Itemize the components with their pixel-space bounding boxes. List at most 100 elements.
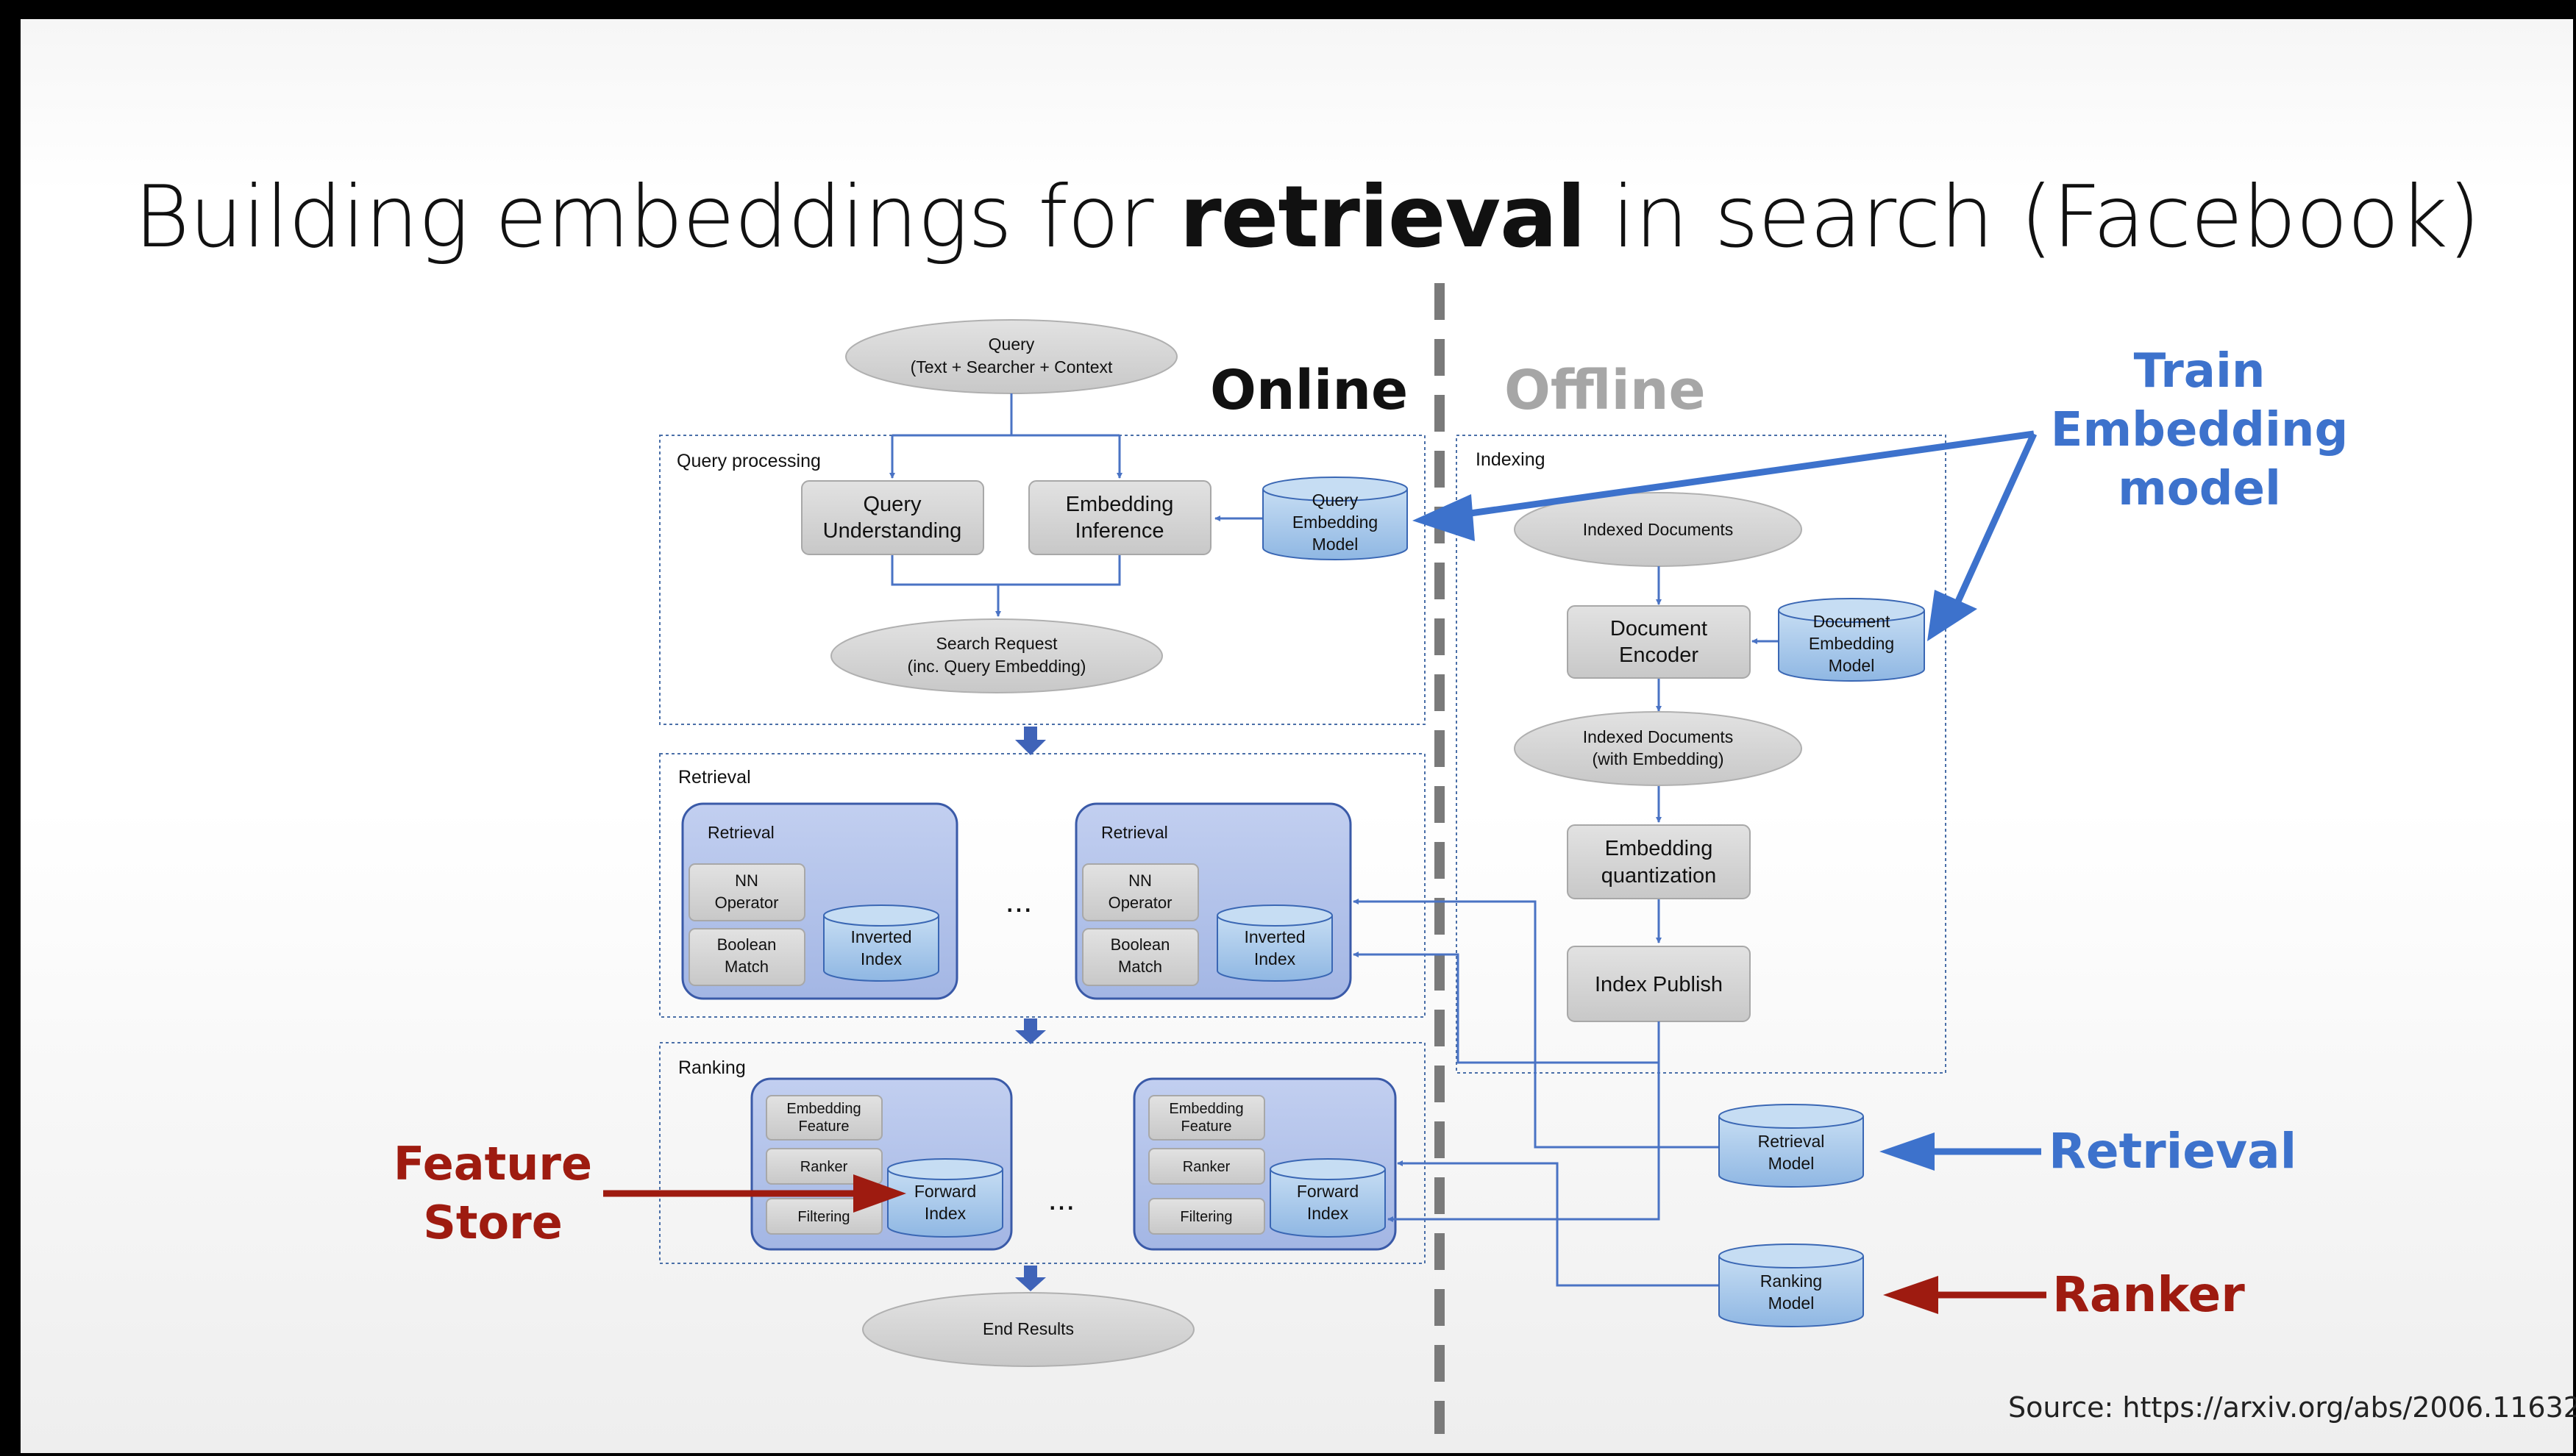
- title-text-start: Building embeddings for: [134, 168, 1180, 267]
- embedding-feature-1-line2: Feature: [799, 1118, 850, 1135]
- embedding-feature-1-line1: Embedding: [786, 1101, 861, 1117]
- offline-to-online-connectors: [1353, 899, 1719, 1287]
- document-encoder-box: Document Encoder: [1567, 605, 1751, 679]
- document-model-line2: Embedding: [1809, 634, 1894, 653]
- retrieval-frame: [659, 753, 1426, 1018]
- train-embedding-model-annotation: Train Embedding model: [2050, 344, 2349, 516]
- ranking-model-line1: Ranking: [1760, 1271, 1822, 1291]
- boolean-match-1-line2: Match: [725, 957, 769, 976]
- end-results-node: End Results: [862, 1292, 1195, 1367]
- ranking-frame: [659, 1042, 1426, 1264]
- query-understanding-box: Query Understanding: [801, 480, 984, 555]
- inverted-index-2-line1: Inverted: [1244, 927, 1305, 946]
- document-encoder-line2: Encoder: [1619, 643, 1698, 667]
- query-connectors: [889, 393, 1263, 617]
- nn-operator-1-line1: NN: [735, 871, 758, 890]
- indexing-connectors: [1656, 566, 1779, 943]
- forward-index-1-line1: Forward: [914, 1182, 976, 1201]
- embedding-inference-line2: Inference: [1075, 519, 1164, 543]
- ranker-annotation: Ranker: [2052, 1266, 2245, 1323]
- indexed-with-line1: Indexed Documents: [1583, 727, 1734, 746]
- nn-operator-2-line2: Operator: [1109, 893, 1173, 912]
- nn-operator-2-line1: NN: [1128, 871, 1152, 890]
- ranking-group-2: Embedding Feature Ranker Filtering Forwa…: [1133, 1077, 1397, 1251]
- ranking-model-line2: Model: [1768, 1293, 1815, 1313]
- embedding-inference-box: Embedding Inference: [1028, 480, 1211, 555]
- forward-index-2-line1: Forward: [1297, 1182, 1359, 1201]
- search-request-line1: Search Request: [936, 634, 1058, 653]
- filtering-1-label: Filtering: [797, 1209, 850, 1225]
- query-understanding-line2: Understanding: [823, 519, 962, 543]
- title-text-bold: retrieval: [1179, 168, 1586, 267]
- boolean-match-1-line1: Boolean: [717, 935, 777, 954]
- boolean-match-2-line2: Match: [1118, 957, 1162, 976]
- index-publish-box: Index Publish: [1567, 946, 1751, 1022]
- flow-down-arrows: [1015, 727, 1046, 1291]
- document-model-line3: Model: [1829, 656, 1875, 675]
- embedding-inference-line1: Embedding: [1066, 493, 1174, 516]
- inverted-index-1-line1: Inverted: [850, 927, 911, 946]
- inverted-index-2-line2: Index: [1254, 949, 1296, 968]
- retrieval-annotation-arrow: [1879, 1132, 2041, 1171]
- query-processing-label: Query processing: [677, 451, 821, 471]
- ranker-1-label: Ranker: [800, 1159, 848, 1175]
- query-embedding-model-cylinder: Query Embedding Model: [1262, 477, 1408, 560]
- forward-index-1-line2: Index: [925, 1204, 967, 1223]
- ranker-2-label: Ranker: [1183, 1159, 1231, 1175]
- retrieval-model-line1: Retrieval: [1758, 1132, 1825, 1151]
- retrieval-annotation: Retrieval: [2049, 1123, 2297, 1180]
- query-understanding-line1: Query: [864, 493, 922, 516]
- ranker-annotation-arrow: [1883, 1276, 2046, 1314]
- query-model-line2: Embedding: [1292, 513, 1378, 532]
- ranking-section-label: Ranking: [678, 1057, 746, 1078]
- source-citation: Source: https://arxiv.org/abs/2006.11632: [2008, 1391, 2576, 1424]
- boolean-match-2-line1: Boolean: [1111, 935, 1170, 954]
- query-node-line1: Query: [989, 335, 1035, 354]
- query-model-line1: Query: [1312, 490, 1359, 510]
- online-label: Online: [1210, 359, 1409, 422]
- retrieval-group-2-label: Retrieval: [1101, 823, 1168, 842]
- embedding-quantization-box: Embedding quantization: [1567, 824, 1751, 899]
- document-model-line1: Document: [1813, 612, 1890, 631]
- quantization-line1: Embedding: [1605, 837, 1713, 860]
- offline-label: Offline: [1504, 359, 1706, 422]
- retrieval-group-1-label: Retrieval: [708, 823, 775, 842]
- inverted-index-1-line2: Index: [861, 949, 903, 968]
- index-publish-label: Index Publish: [1595, 973, 1723, 996]
- embedding-feature-2-line2: Feature: [1181, 1118, 1232, 1135]
- indexed-documents-label: Indexed Documents: [1583, 520, 1734, 539]
- title-text-end: in search (Facebook): [1585, 168, 2480, 267]
- feature-store-annotation: Feature Store: [393, 1137, 593, 1249]
- indexed-with-line2: (with Embedding): [1593, 749, 1724, 768]
- document-encoder-line1: Document: [1610, 617, 1707, 640]
- ranking-ellipsis: ...: [1048, 1181, 1075, 1217]
- search-request-line2: (inc. Query Embedding): [908, 657, 1086, 676]
- document-embedding-model-cylinder: Document Embedding Model: [1778, 598, 1925, 682]
- ranking-model-cylinder: Ranking Model: [1718, 1243, 1864, 1327]
- indexing-frame: [1456, 435, 1946, 1074]
- retrieval-group-2: Retrieval NN Operator Boolean Match Inve…: [1075, 802, 1352, 1000]
- retrieval-model-line2: Model: [1768, 1154, 1815, 1173]
- slide-title: Building embeddings for retrieval in sea…: [134, 168, 2480, 267]
- retrieval-group-1: Retrieval NN Operator Boolean Match Inve…: [681, 802, 958, 1000]
- query-node-line2: (Text + Searcher + Context: [911, 357, 1113, 377]
- nn-operator-1-line2: Operator: [715, 893, 779, 912]
- query-node: Query (Text + Searcher + Context: [845, 319, 1178, 394]
- train-embedding-arrows: [1412, 430, 2038, 641]
- query-model-line3: Model: [1312, 535, 1359, 554]
- indexed-documents-with-embedding-node: Indexed Documents (with Embedding): [1514, 711, 1802, 786]
- retrieval-model-cylinder: Retrieval Model: [1718, 1104, 1864, 1188]
- retrieval-ellipsis: ...: [1006, 883, 1033, 919]
- indexing-label: Indexing: [1476, 449, 1545, 470]
- feature-store-annotation-arrow: [603, 1174, 906, 1213]
- forward-index-2-line2: Index: [1307, 1204, 1349, 1223]
- quantization-line2: quantization: [1601, 864, 1716, 888]
- filtering-2-label: Filtering: [1180, 1209, 1232, 1225]
- indexed-documents-node: Indexed Documents: [1514, 492, 1802, 567]
- search-request-node: Search Request (inc. Query Embedding): [830, 618, 1163, 693]
- end-results-label: End Results: [983, 1319, 1074, 1338]
- retrieval-section-label: Retrieval: [678, 767, 751, 788]
- embedding-feature-2-line1: Embedding: [1169, 1101, 1243, 1117]
